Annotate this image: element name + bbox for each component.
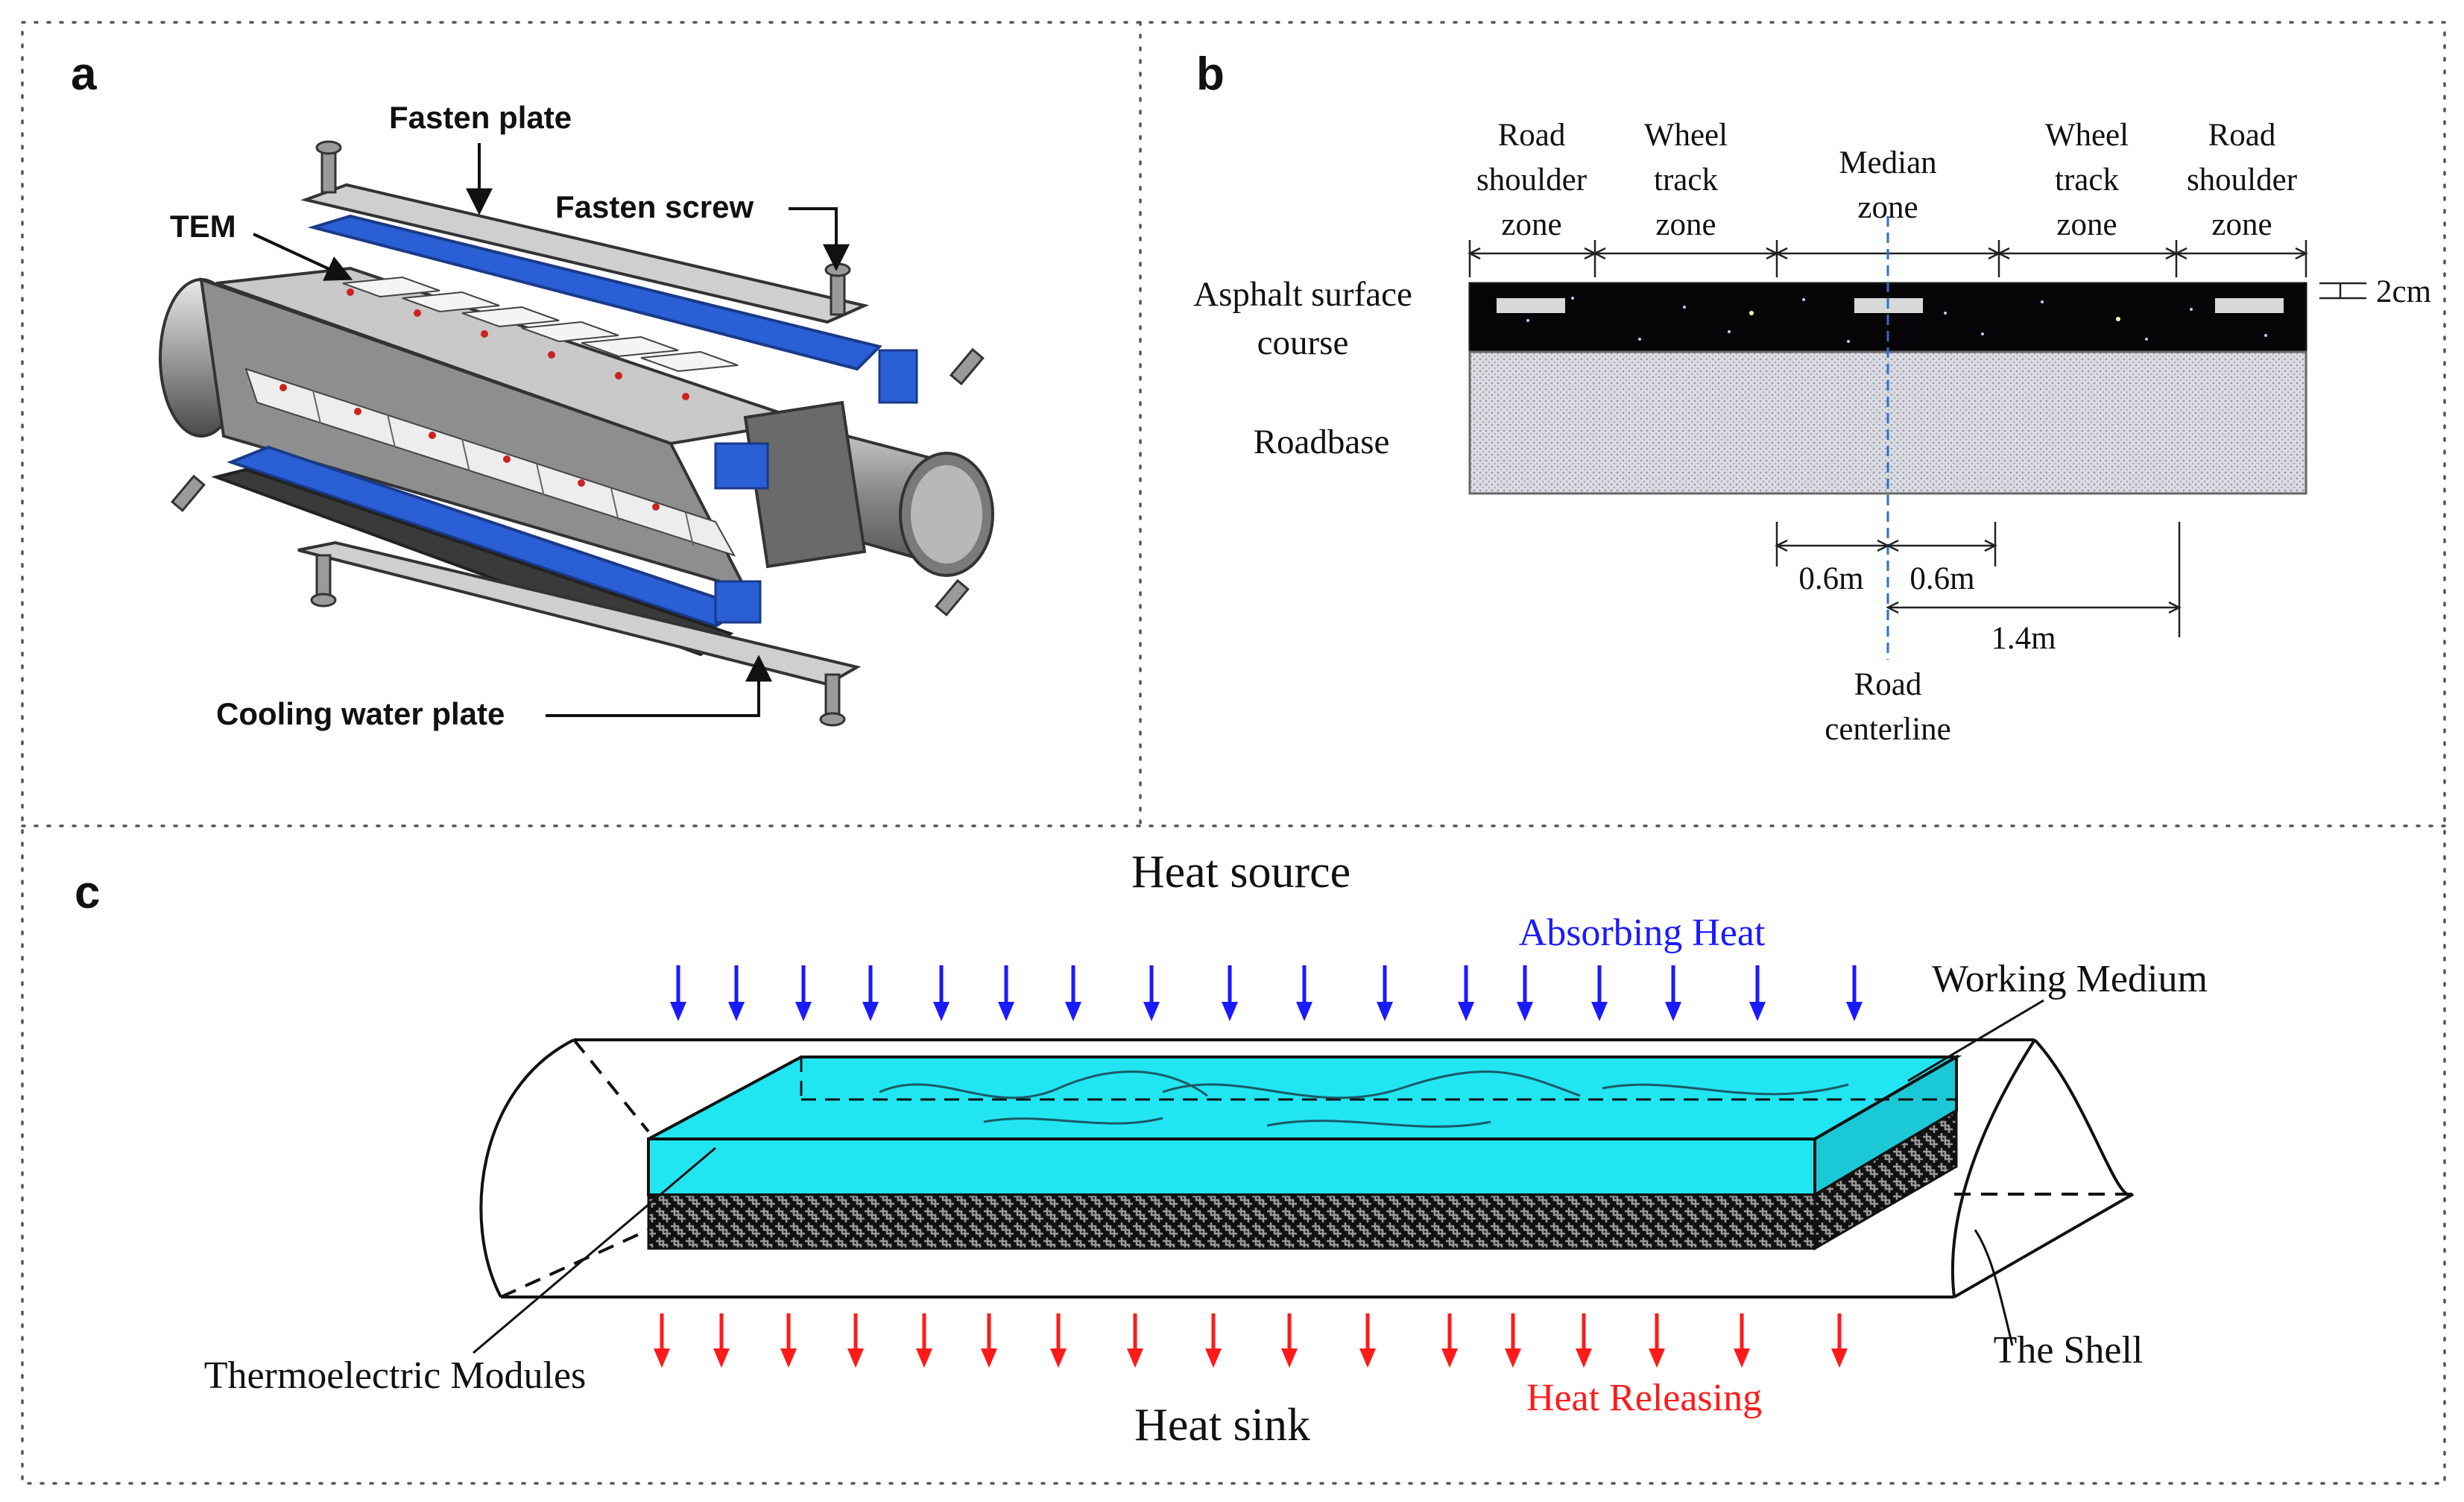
- heat-releasing-arrow: [1576, 1313, 1592, 1368]
- panel-borders: [21, 21, 2446, 1485]
- heat-source-label: Heat source: [1131, 847, 1351, 897]
- svg-text:Wheel: Wheel: [2045, 118, 2129, 153]
- absorbing-heat-arrow: [1591, 965, 1608, 1021]
- absorbing-heat-arrow: [1143, 965, 1160, 1021]
- dim-right-label: 0.6m: [1909, 561, 1974, 596]
- absorbing-heat-arrow: [728, 965, 745, 1021]
- svg-text:zone: zone: [1501, 207, 1561, 242]
- absorbing-heat-arrow: [1665, 965, 1681, 1021]
- absorbing-heat-arrow: [1296, 965, 1312, 1021]
- absorbing-heat-arrow: [1222, 965, 1238, 1021]
- svg-text:zone: zone: [1655, 207, 1716, 242]
- absorbing-heat-arrow: [1065, 965, 1081, 1021]
- heat-releasing-arrow: [1505, 1313, 1521, 1368]
- tem-leader: [253, 233, 353, 281]
- panel-c-label: c: [75, 867, 100, 918]
- zone-road-shoulder-right: Road shoulder zone: [2187, 118, 2297, 242]
- heat-releasing-arrow: [654, 1313, 670, 1368]
- heat-releasing-arrow: [780, 1313, 797, 1368]
- heat-releasing-arrow: [981, 1313, 997, 1368]
- centerline-label-line1: Road: [1854, 667, 1922, 702]
- shell-leader: [1974, 1229, 2014, 1346]
- lower-dimensions: [1775, 522, 2182, 637]
- svg-text:track: track: [2055, 162, 2119, 198]
- heat-releasing-arrows: [654, 1313, 1848, 1368]
- absorbing-heat-arrow: [1458, 965, 1474, 1021]
- working-medium-leader: [1907, 999, 2044, 1082]
- heat-releasing-arrow: [1205, 1313, 1222, 1368]
- heat-sink-label: Heat sink: [1134, 1400, 1310, 1451]
- thickness-dimension: [2319, 282, 2366, 300]
- cooling-water-plate-label: Cooling water plate: [216, 696, 505, 731]
- heat-releasing-arrow: [1734, 1313, 1750, 1368]
- panel-b: b Road shoulder zone Wheel track zone Me…: [1193, 48, 2431, 747]
- zone-median: Median zone: [1839, 145, 1936, 225]
- asphalt-label-line2: course: [1257, 324, 1349, 362]
- shell: [479, 1038, 2135, 1299]
- svg-text:zone: zone: [2056, 207, 2117, 242]
- heat-releasing-arrow: [1649, 1313, 1665, 1368]
- heat-releasing-arrow: [847, 1313, 864, 1368]
- zone-wheel-track-left: Wheel track zone: [1644, 118, 1728, 242]
- heat-releasing-arrow: [1831, 1313, 1848, 1368]
- fasten-screw-leader: [789, 207, 850, 271]
- panel-a: a: [71, 48, 994, 731]
- working-medium-label: Working Medium: [1932, 958, 2208, 1000]
- absorbing-heat-arrow: [1517, 965, 1533, 1021]
- asphalt-label-line1: Asphalt surface: [1193, 275, 1412, 314]
- absorbing-heat-label: Absorbing Heat: [1519, 912, 1766, 954]
- fasten-plate-label: Fasten plate: [389, 100, 572, 135]
- svg-text:zone: zone: [2211, 207, 2272, 242]
- svg-text:shoulder: shoulder: [1476, 162, 1587, 198]
- thermoelectric-modules-label: Thermoelectric Modules: [204, 1354, 587, 1397]
- heat-releasing-arrow: [1281, 1313, 1298, 1368]
- zone-road-shoulder-left: Road shoulder zone: [1476, 118, 1587, 242]
- heat-releasing-arrow: [916, 1313, 932, 1368]
- asphalt-speckles: [1526, 297, 2267, 343]
- dim-long-label: 1.4m: [1991, 621, 2056, 656]
- thermoelectric-modules-leader: [473, 1146, 716, 1354]
- absorbing-heat-arrows: [670, 965, 1863, 1021]
- tem-label: TEM: [170, 209, 236, 244]
- absorbing-heat-arrow: [1377, 965, 1393, 1021]
- heat-releasing-arrow: [1127, 1313, 1143, 1368]
- heat-releasing-arrow: [1050, 1313, 1067, 1368]
- heat-releasing-arrow: [1359, 1313, 1376, 1368]
- heat-releasing-label: Heat Releasing: [1526, 1377, 1762, 1419]
- absorbing-heat-arrow: [795, 965, 812, 1021]
- thermoelectric-modules-layer: [647, 1108, 1958, 1251]
- heat-releasing-arrow: [1441, 1313, 1458, 1368]
- panel-b-label: b: [1196, 48, 1225, 100]
- roadbase-label: Roadbase: [1254, 423, 1390, 461]
- svg-text:Road: Road: [1498, 118, 1566, 153]
- svg-text:Road: Road: [2208, 118, 2276, 153]
- zone-labels: Road shoulder zone Wheel track zone Medi…: [1476, 118, 2297, 242]
- svg-text:Wheel: Wheel: [1644, 118, 1728, 153]
- svg-text:shoulder: shoulder: [2187, 162, 2297, 198]
- svg-text:track: track: [1654, 162, 1718, 198]
- zone-wheel-track-right: Wheel track zone: [2045, 118, 2129, 242]
- absorbing-heat-arrow: [862, 965, 879, 1021]
- thickness-label: 2cm: [2376, 274, 2431, 309]
- heat-releasing-arrow: [713, 1313, 730, 1368]
- absorbing-heat-arrow: [1749, 965, 1766, 1021]
- absorbing-heat-arrow: [1846, 965, 1863, 1021]
- the-shell-label: The Shell: [1994, 1329, 2144, 1372]
- absorbing-heat-arrow: [670, 965, 686, 1021]
- absorbing-heat-arrow: [998, 965, 1014, 1021]
- working-medium-box: [647, 1054, 1962, 1198]
- cooling-water-plate-leader: [546, 654, 772, 717]
- dim-left-label: 0.6m: [1798, 561, 1863, 596]
- panel-a-label: a: [71, 48, 97, 100]
- generator-assembly: [159, 140, 994, 727]
- centerline-label-line2: centerline: [1825, 712, 1951, 747]
- absorbing-heat-arrow: [933, 965, 950, 1021]
- svg-text:Median: Median: [1839, 145, 1936, 180]
- panel-c: c Heat source Absorbing Heat Working Med…: [75, 847, 2208, 1451]
- fasten-screw-label: Fasten screw: [555, 189, 754, 224]
